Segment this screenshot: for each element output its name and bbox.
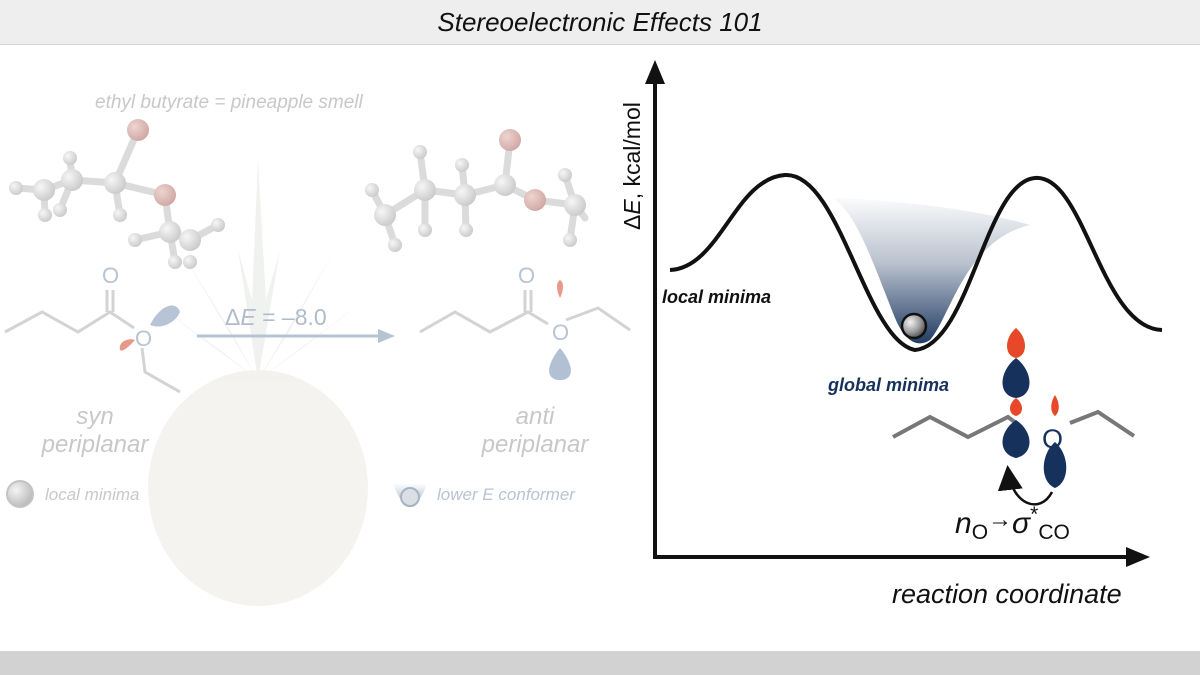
syn-ester-o: O xyxy=(135,326,152,351)
pineapple-watermark xyxy=(148,160,368,606)
oxygen-lone-pair-lobe-icon xyxy=(1043,442,1067,488)
y-axis-label: ΔE, kcal/mol xyxy=(619,102,645,230)
anti-periplanar-label: periplanar xyxy=(481,431,590,458)
legend-lower-e: lower E conformer xyxy=(437,485,576,504)
anti-3d-molecule xyxy=(365,129,589,252)
donation-arrow-icon xyxy=(997,465,1054,506)
conversion-arrowhead xyxy=(378,329,395,343)
page-title: Stereoelectronic Effects 101 xyxy=(437,6,763,37)
anti-skeletal-structure xyxy=(419,280,631,380)
lone-pair-lobe-icon xyxy=(150,305,180,327)
title-bar: Stereoelectronic Effects 101 xyxy=(0,0,1200,45)
syn-periplanar-label: periplanar xyxy=(41,431,150,458)
y-axis-arrowhead xyxy=(645,60,665,84)
oxygen-p-small-lobe-icon xyxy=(1051,395,1059,416)
sigma-bond-small-lobe-icon xyxy=(1010,398,1022,416)
anti-carbonyl-o: O xyxy=(518,263,535,288)
legend-local-minima: local minima xyxy=(45,485,139,504)
anti-label: anti xyxy=(516,403,555,430)
anti-lone-pair-lobe-icon xyxy=(549,348,571,380)
syn-label: syn xyxy=(76,403,113,430)
global-minimum-ball-icon xyxy=(900,312,928,340)
local-minima-label: local minima xyxy=(662,287,771,307)
x-axis-arrowhead xyxy=(1126,547,1150,567)
sigma-star-large-lobe-icon xyxy=(1002,358,1030,398)
syn-carbonyl-o: O xyxy=(102,263,119,288)
syn-skeletal-structure xyxy=(4,290,181,394)
anti-antibonding-lobe-icon xyxy=(557,280,563,298)
global-minima-label: global minima xyxy=(827,375,949,395)
antibonding-lobe-icon xyxy=(119,339,135,351)
bottom-bar xyxy=(0,651,1200,675)
syn-3d-molecule xyxy=(9,119,225,269)
delta-e-label: ΔE = –8.0 xyxy=(225,304,327,330)
orbital-oxygen-label: O xyxy=(1042,424,1063,454)
potential-well-shading xyxy=(832,198,1030,344)
sigma-bond-large-lobe-icon xyxy=(1002,420,1030,458)
interaction-label: nO→σ*CO xyxy=(955,503,1070,544)
x-axis-label: reaction coordinate xyxy=(892,579,1122,609)
lower-e-legend-ball-icon xyxy=(400,487,420,507)
anti-ester-o: O xyxy=(552,320,569,345)
molecule-caption: ethyl butyrate = pineapple smell xyxy=(95,92,364,113)
local-minima-legend-icon xyxy=(6,480,34,508)
energy-curve xyxy=(669,172,1163,353)
sigma-star-small-lobe-icon xyxy=(1007,328,1025,358)
orbital-structure xyxy=(892,328,1136,506)
